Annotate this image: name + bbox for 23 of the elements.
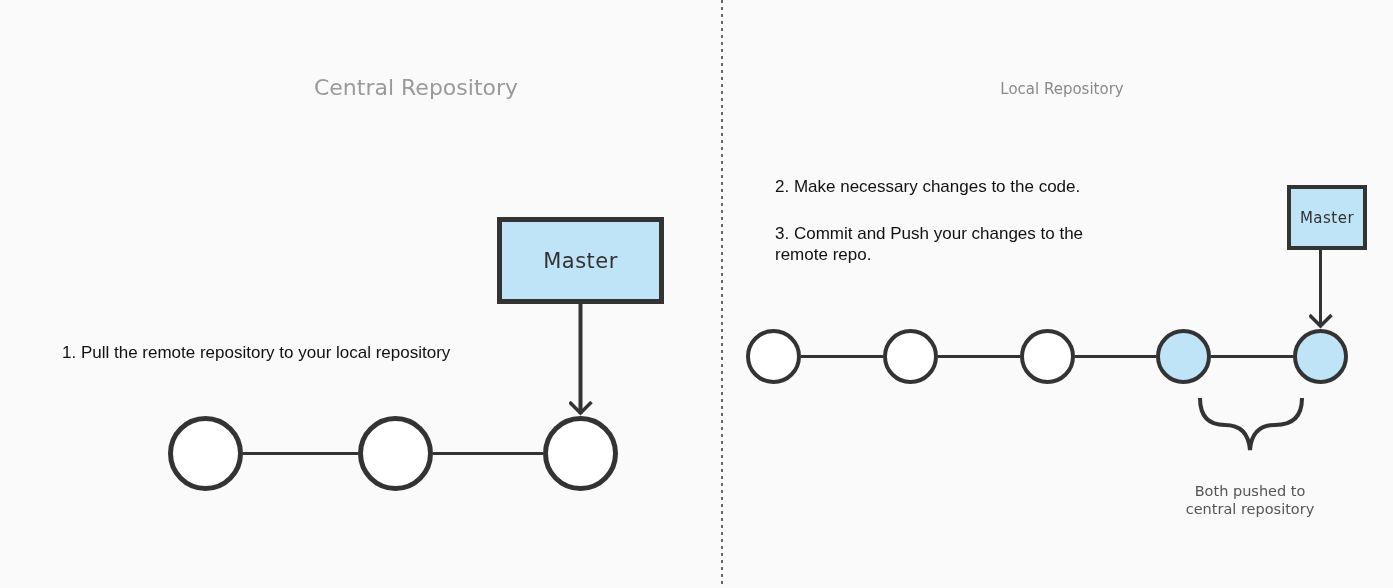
- branch-name: Master: [543, 248, 618, 273]
- connector-line: [1075, 355, 1156, 358]
- branch-name: Master: [1299, 208, 1355, 227]
- section-heading: Local Repository: [999, 80, 1125, 99]
- commit-circle: [746, 329, 801, 384]
- note-text: Both pushed to central repository: [1184, 482, 1316, 519]
- connector-line: [1211, 355, 1293, 358]
- note-text: 1. Pull the remote repository to your local repository: [62, 342, 452, 364]
- branch-box: [497, 217, 664, 304]
- arrow: [1307, 250, 1334, 328]
- branch-box: [1287, 185, 1367, 250]
- commit-circle: [883, 329, 938, 384]
- commit-circle: [1156, 329, 1211, 384]
- commit-circle: [1293, 329, 1348, 384]
- commit-circle: [1020, 329, 1075, 384]
- connector-line: [243, 452, 358, 455]
- connector-line: [433, 452, 543, 455]
- connector-line: [801, 355, 883, 358]
- arrow: [567, 304, 594, 415]
- note-text: 3. Commit and Push your changes to the remote repo.: [775, 223, 1085, 266]
- connector-line: [938, 355, 1020, 358]
- section-heading: Central Repository: [312, 74, 520, 102]
- note-text: 2. Make necessary changes to the code.: [775, 176, 1082, 198]
